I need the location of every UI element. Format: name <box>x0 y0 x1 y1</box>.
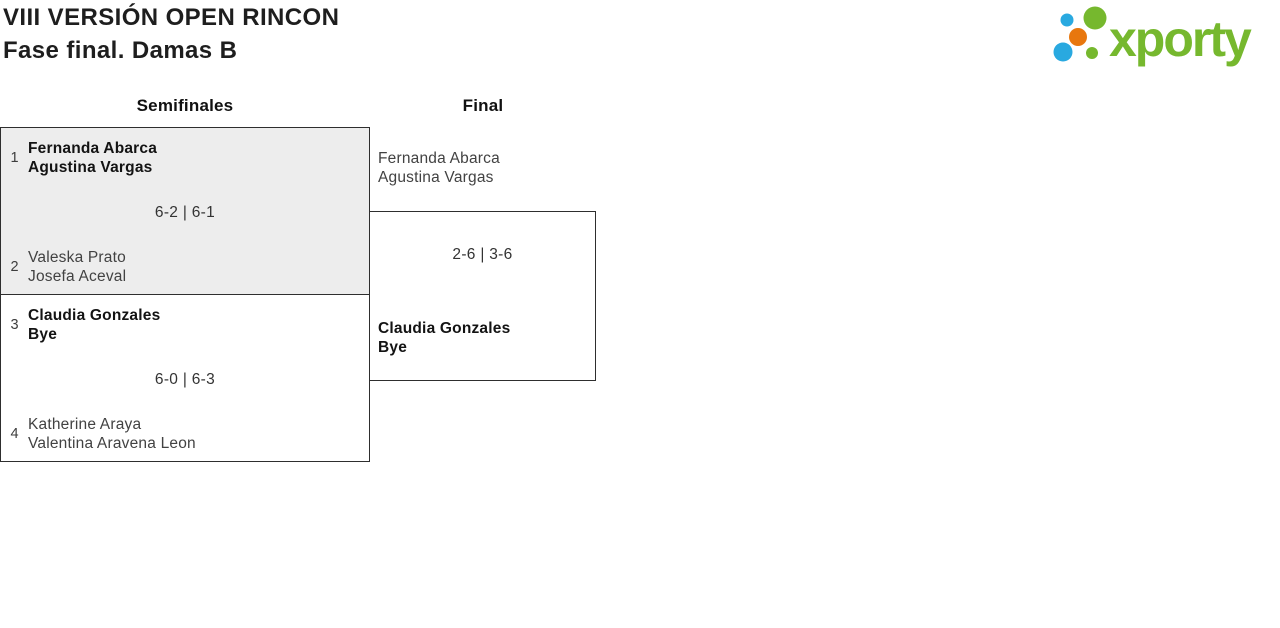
logo-dot-green-small <box>1086 47 1098 59</box>
seed-number: 2 <box>10 259 19 275</box>
team-players: Claudia Gonzales Bye <box>378 319 510 357</box>
player-name: Josefa Aceval <box>28 268 127 285</box>
player-name: Agustina Vargas <box>28 159 153 176</box>
player-name: Claudia Gonzales <box>28 307 161 324</box>
team-players: Claudia Gonzales Bye <box>28 306 160 344</box>
xporty-logo[interactable]: xporty <box>1046 0 1280 72</box>
logo-dot-green-large <box>1083 6 1107 30</box>
seed-number: 1 <box>10 150 19 166</box>
logo-dot-blue-large <box>1053 42 1073 62</box>
round-header-final: Final <box>462 96 504 115</box>
player-name: Valentina Aravena Leon <box>28 435 196 452</box>
match-score: 6-2 | 6-1 <box>154 204 216 221</box>
team-players: Katherine Araya Valentina Aravena Leon <box>28 415 196 453</box>
team-row-sf1-team1: 1 Fernanda Abarca Agustina Vargas <box>1 139 369 177</box>
page-title: VIII VERSIÓN OPEN RINCON Fase final. Dam… <box>3 1 339 67</box>
phase-name: Fase final. Damas B <box>3 37 238 64</box>
logo-dot-blue-small <box>1060 13 1074 27</box>
seed-number: 3 <box>10 317 19 333</box>
team-row-sf2-team2: 4 Katherine Araya Valentina Aravena Leon <box>1 415 369 453</box>
player-name: Claudia Gonzales <box>378 320 511 337</box>
final-team1-players: Fernanda Abarca Agustina Vargas <box>378 149 500 187</box>
team-players: Fernanda Abarca Agustina Vargas <box>28 139 157 177</box>
seed-number: 4 <box>10 426 19 442</box>
match-score: 6-0 | 6-3 <box>154 371 216 388</box>
tournament-name: VIII VERSIÓN OPEN RINCON <box>3 4 340 31</box>
match-semifinal-1[interactable]: 1 Fernanda Abarca Agustina Vargas 6-2 | … <box>0 127 370 295</box>
team-row-sf1-team2: 2 Valeska Prato Josefa Aceval <box>1 248 369 286</box>
player-name: Bye <box>378 339 408 356</box>
player-name: Katherine Araya <box>28 416 142 433</box>
player-name: Valeska Prato <box>28 249 126 266</box>
round-header-semifinales: Semifinales <box>136 96 234 115</box>
match-final[interactable]: 2-6 | 3-6 Claudia Gonzales Bye <box>369 211 596 381</box>
team-row-sf2-team1: 3 Claudia Gonzales Bye <box>1 306 369 344</box>
logo-dot-orange <box>1069 28 1087 46</box>
match-score: 2-6 | 3-6 <box>452 246 513 263</box>
player-name: Fernanda Abarca <box>28 140 158 157</box>
team-players: Valeska Prato Josefa Aceval <box>28 248 126 286</box>
player-name: Bye <box>28 326 58 343</box>
match-semifinal-2[interactable]: 3 Claudia Gonzales Bye 6-0 | 6-3 4 Kathe… <box>0 294 370 462</box>
player-name: Agustina Vargas <box>378 169 494 186</box>
logo-wordmark: xporty <box>1109 11 1252 67</box>
final-team2-row: Claudia Gonzales Bye <box>378 319 510 357</box>
player-name: Fernanda Abarca <box>378 150 500 167</box>
